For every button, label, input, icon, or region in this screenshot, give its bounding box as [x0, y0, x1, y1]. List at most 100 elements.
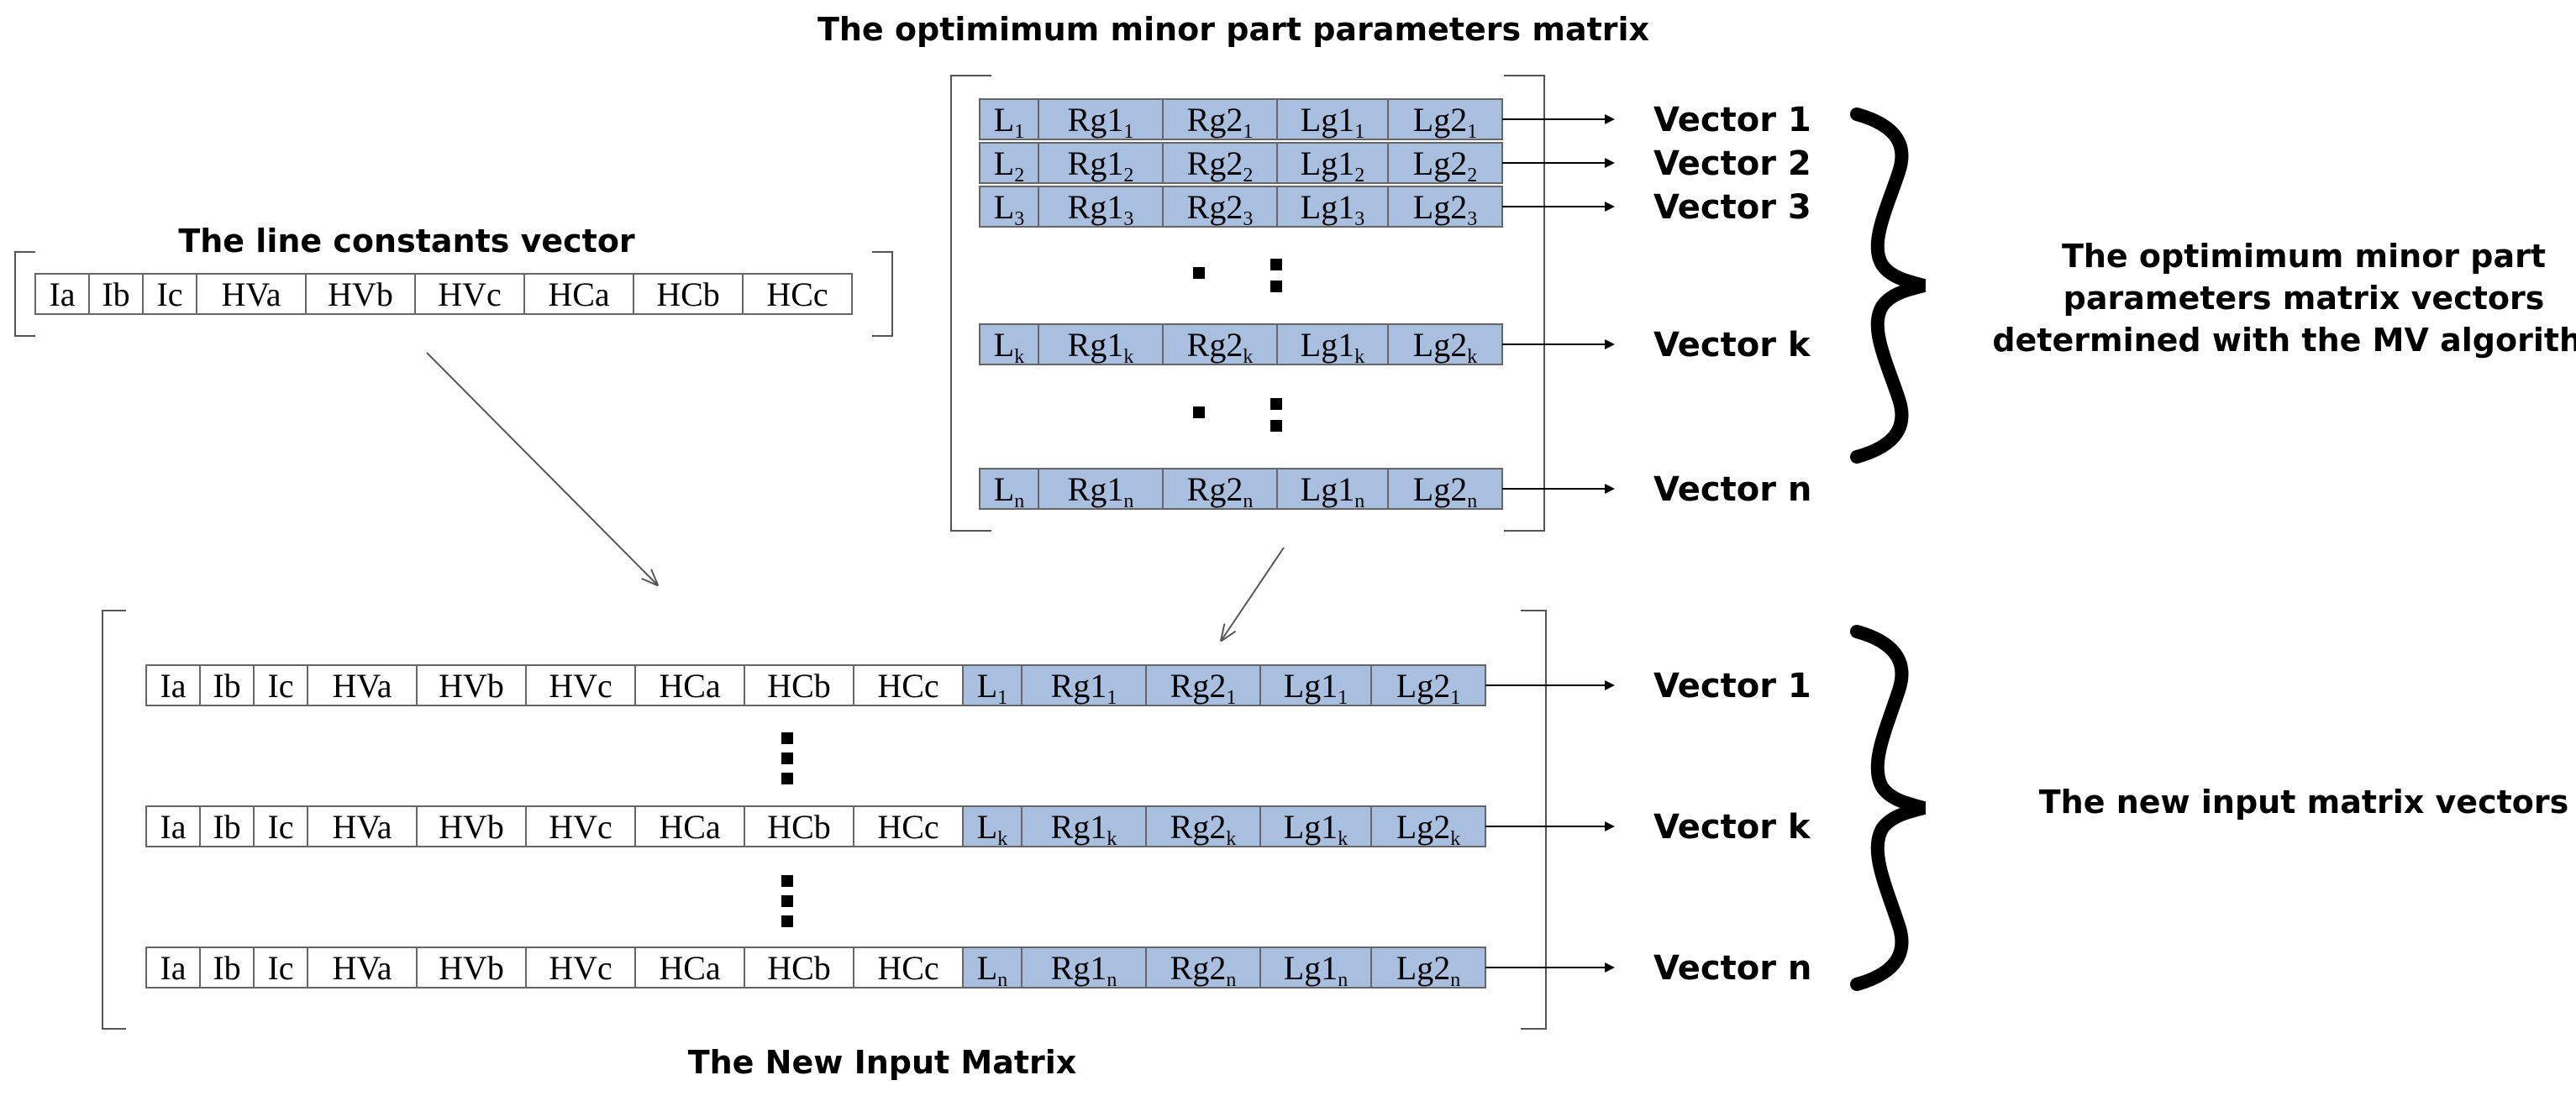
cell-label: Ib	[213, 949, 240, 987]
param-label: Lg11	[1301, 101, 1364, 143]
cell-label: HVa	[221, 275, 281, 313]
cell-label: HVb	[439, 808, 504, 846]
brace-top-line-3: determined with the MV algorithm	[1992, 322, 2576, 359]
param-label: L3	[994, 188, 1024, 230]
param-label: Rg2n	[1187, 470, 1254, 512]
param-cell-rg2: Rg23	[1162, 186, 1278, 230]
cell-label: Ia	[160, 949, 186, 987]
param-label: Lg21	[1413, 101, 1477, 143]
param-cell-rg1: Rg13	[1038, 186, 1164, 230]
param-cell-lg1: Lg13	[1276, 186, 1389, 230]
line-constant-cell-ia: Ia	[145, 805, 201, 847]
param-cell-rg2: Rg21	[1162, 98, 1278, 143]
cell-label: HVa	[332, 667, 392, 705]
cell-label: HVb	[328, 275, 393, 313]
param-cell-rg1: Rg1k	[1021, 805, 1147, 850]
line-constant-cell-hcb: HCb	[744, 664, 854, 706]
param-label: Rg23	[1187, 188, 1254, 230]
line-constant-cell-ib: Ib	[199, 805, 255, 847]
line-constants-title: The line constants vector	[178, 223, 635, 260]
param-cell-rg1: Rg1n	[1021, 947, 1147, 991]
minor-matrix-row-n: Ln Rg1n Rg2n Lg1n Lg2n Vector n	[979, 468, 1811, 512]
bottom-curly-brace	[1850, 625, 1926, 991]
vector-label: Vector 3	[1653, 188, 1811, 227]
cell-label: HCa	[659, 667, 721, 705]
param-cell-lg2: Lg2n	[1370, 947, 1486, 991]
brace-top-line-1: The optimimum minor part	[2062, 238, 2546, 275]
param-label: Rg11	[1051, 667, 1117, 709]
line-constant-cell-ic: Ic	[253, 947, 308, 988]
param-label: Rg22	[1187, 144, 1254, 186]
line-constant-cell-ic: Ic	[142, 273, 197, 315]
line-constant-cell-hvb: HVb	[305, 273, 416, 315]
param-label: Ln	[994, 470, 1024, 512]
param-label: Rg2k	[1187, 326, 1254, 368]
line-constant-cell-hcc: HCc	[742, 273, 853, 315]
param-label: Lg2k	[1396, 808, 1460, 850]
param-cell-l: L2	[979, 142, 1039, 186]
param-cell-lg1: Lg1n	[1276, 468, 1389, 512]
matrix-top-title: The optimimum minor part parameters matr…	[817, 11, 1649, 48]
param-label: Rg2n	[1170, 949, 1237, 991]
param-label: Rg1k	[1068, 326, 1134, 368]
param-label: L2	[994, 144, 1024, 186]
cell-label: Ic	[156, 275, 182, 313]
param-label: Ln	[977, 949, 1007, 991]
top-ellipsis-2	[1193, 398, 1282, 432]
line-constant-cell-hcc: HCc	[853, 664, 964, 706]
param-label: Lk	[994, 326, 1024, 368]
cell-label: HVb	[439, 949, 504, 987]
param-label: Lg23	[1413, 188, 1477, 230]
param-cell-l: L3	[979, 186, 1039, 230]
cell-label: HCb	[656, 275, 720, 313]
param-label: Lg2k	[1413, 326, 1477, 368]
line-constant-cell-ib: Ib	[199, 664, 255, 706]
line-constant-cell-hca: HCa	[634, 947, 745, 988]
param-cell-lg2: Lg23	[1387, 186, 1503, 230]
cell-label: HCb	[767, 667, 831, 705]
line-constant-cell-hcc: HCc	[853, 947, 964, 988]
bottom-ellipsis-2	[781, 875, 793, 927]
cell-label: Ib	[102, 275, 129, 313]
param-label: Lk	[977, 808, 1007, 850]
cell-label: Ia	[160, 667, 186, 705]
line-constant-cell-hvc: HVc	[525, 664, 636, 706]
line-constant-cell-hcb: HCb	[633, 273, 744, 315]
param-label: Lg1k	[1301, 326, 1364, 368]
param-cell-rg2: Rg21	[1145, 664, 1261, 709]
param-cell-l: Ln	[979, 468, 1039, 512]
line-constant-cell-hva: HVa	[196, 273, 307, 315]
top-curly-brace	[1850, 108, 1926, 464]
top-ellipsis-1	[1193, 259, 1282, 292]
brace-top-description: The optimimum minor part parameters matr…	[1992, 238, 2576, 359]
line-constant-cell-hva: HVa	[307, 664, 418, 706]
param-label: Rg1n	[1068, 470, 1134, 512]
param-cell-l: L1	[962, 664, 1023, 709]
line-constant-cell-ia: Ia	[34, 273, 90, 315]
param-label: Lg2n	[1396, 949, 1460, 991]
cell-label: Ic	[267, 808, 293, 846]
param-label: Rg12	[1068, 144, 1134, 186]
line-constant-cell-ib: Ib	[199, 947, 255, 988]
param-label: Lg13	[1301, 188, 1364, 230]
cell-label: Ib	[213, 808, 240, 846]
param-cell-lg1: Lg1k	[1276, 323, 1389, 368]
brace-bottom-description: The new input matrix vectors	[2039, 784, 2568, 821]
param-label: Lg2n	[1413, 470, 1477, 512]
param-cell-rg1: Rg1k	[1038, 323, 1164, 368]
param-cell-rg1: Rg12	[1038, 142, 1164, 186]
vector-label: Vector n	[1653, 470, 1811, 509]
line-constant-cell-hva: HVa	[307, 947, 418, 988]
line-constant-cell-hvc: HVc	[525, 805, 636, 847]
line-constant-cell-hvb: HVb	[416, 805, 527, 847]
param-label: Rg1n	[1051, 949, 1117, 991]
cell-label: Ia	[160, 808, 186, 846]
cell-label: HCc	[877, 667, 938, 705]
param-label: Rg1k	[1051, 808, 1117, 850]
